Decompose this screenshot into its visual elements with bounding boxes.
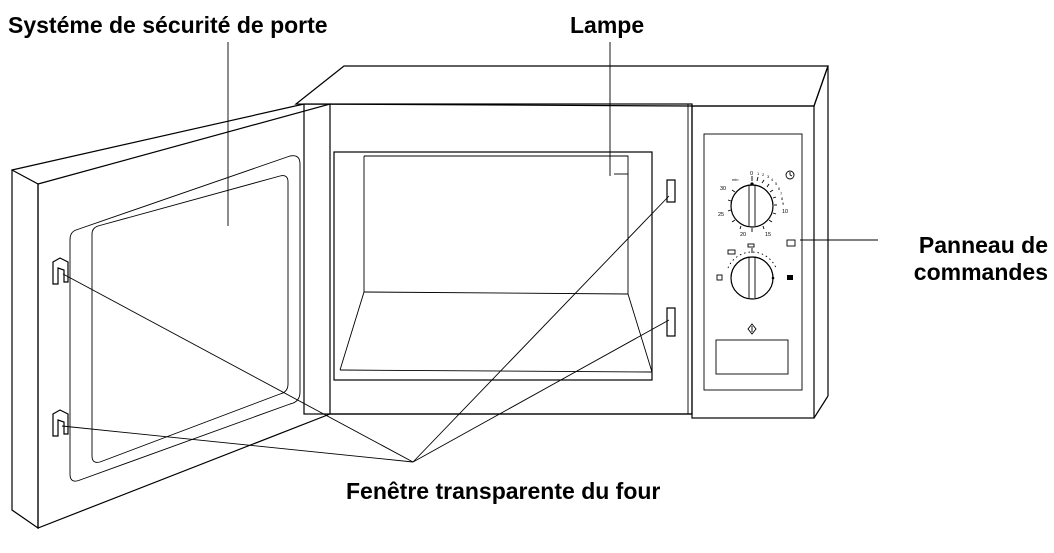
svg-text:2: 2 — [762, 172, 765, 177]
door-window-frame — [69, 155, 301, 482]
label-window: Fenêtre transparente du four — [346, 478, 661, 504]
oven-front-frame — [303, 103, 693, 415]
svg-text:6: 6 — [778, 186, 781, 191]
svg-text:1: 1 — [757, 171, 760, 176]
timer-unit: min — [732, 177, 738, 182]
door-latch-upper — [52, 257, 69, 285]
leader-window — [61, 195, 670, 463]
label-lamp: Lampe — [570, 12, 645, 38]
label-door-safety: Systéme de sécurité de porte — [8, 12, 328, 38]
control-panel-face — [703, 133, 803, 391]
oven-top-surface — [294, 65, 829, 107]
timer-mark-25: 25 — [718, 212, 724, 218]
clock-icon — [785, 170, 795, 180]
power-dial — [716, 243, 793, 300]
timer-mark-15: 15 — [765, 232, 771, 238]
door-panel — [11, 168, 39, 530]
label-control-panel-line2: commandes — [913, 259, 1048, 285]
timer-mark-0: 0 — [750, 171, 753, 177]
start-icon — [747, 323, 757, 335]
timer-dial — [727, 176, 777, 232]
svg-text:7: 7 — [780, 191, 783, 196]
door-latch-lower — [52, 409, 69, 437]
timer-mark-20: 20 — [740, 232, 746, 238]
door-release-button — [715, 339, 789, 375]
timer-mark-10: 10 — [782, 209, 788, 215]
latch-slot-lower — [666, 307, 676, 337]
label-control-panel-line1: Panneau de — [918, 232, 1048, 258]
svg-text:3: 3 — [767, 174, 770, 179]
svg-text:4: 4 — [771, 177, 774, 182]
timer-mark-30: 30 — [720, 186, 726, 192]
svg-text:5: 5 — [775, 181, 778, 186]
oven-cavity — [333, 151, 653, 381]
svg-text:8: 8 — [781, 196, 784, 201]
label-control-panel: Panneau de commandes — [914, 232, 1048, 286]
latch-slot-upper — [666, 179, 676, 203]
door-front — [37, 103, 331, 529]
svg-text:9: 9 — [782, 201, 785, 206]
timer-small-marks: 1 2 3 4 5 6 7 8 9 — [757, 171, 785, 206]
control-panel-housing — [691, 105, 815, 419]
door-window-inner — [91, 175, 289, 463]
mode-icon — [786, 239, 796, 247]
